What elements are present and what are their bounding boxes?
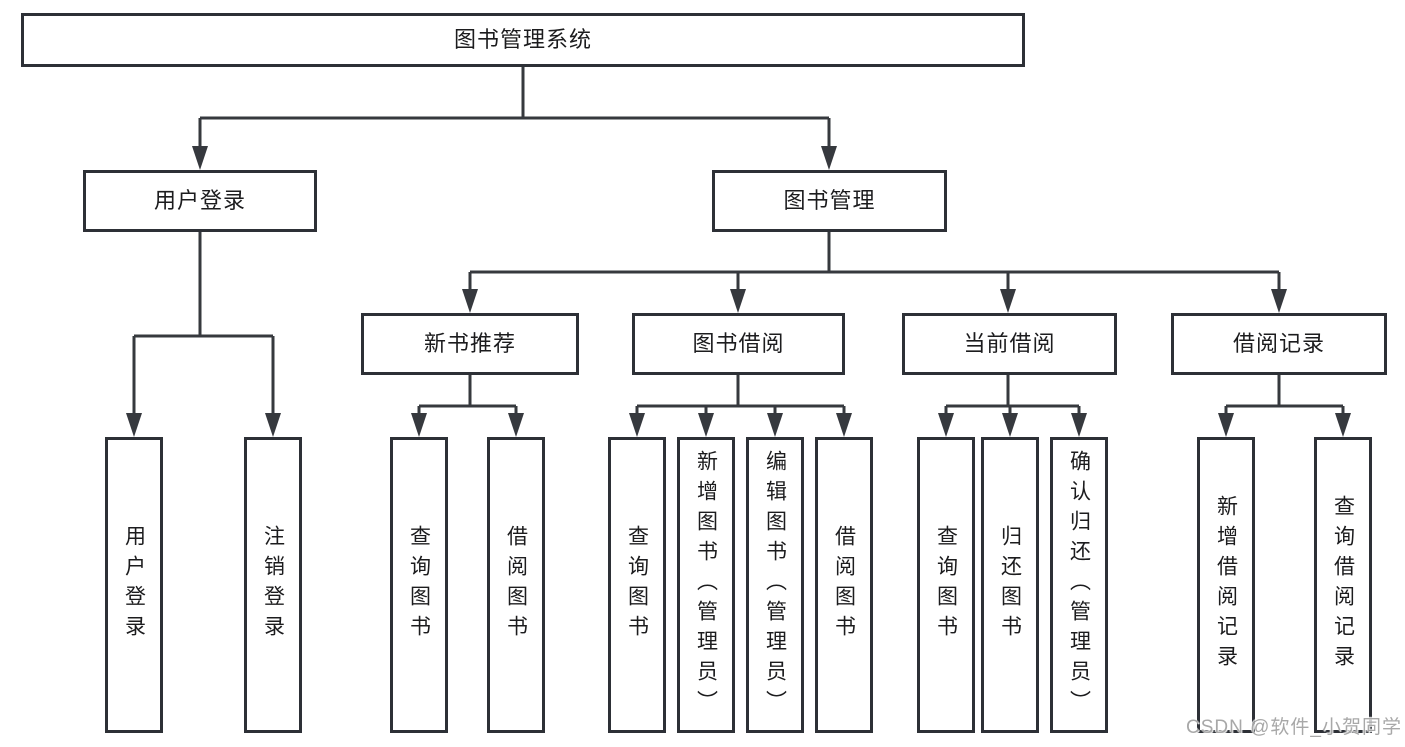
connector-root-to-level2 [198, 66, 831, 148]
node-label: 图书管理系统 [453, 27, 592, 52]
node-label: 新书推荐 [423, 331, 516, 356]
leaf-current-query-books: 查询图书 [917, 437, 975, 733]
node-book-management: 图书管理 [712, 170, 947, 232]
arrowheads-current-borrow-to-leaves [938, 413, 1087, 437]
leaf-newbook-borrow-books: 借阅图书 [487, 437, 545, 733]
node-label: 查询图书 [407, 525, 431, 645]
leaf-logout: 注销登录 [244, 437, 302, 733]
arrowheads-root-to-level2 [192, 146, 837, 170]
node-label: 编辑图书（管理员） [763, 450, 787, 720]
leaf-current-confirm-return-admin: 确认归还（管理员） [1050, 437, 1108, 733]
node-borrowing-records: 借阅记录 [1171, 313, 1387, 375]
arrowheads-book-borrow-to-leaves [629, 413, 852, 437]
node-label: 借阅图书 [504, 525, 528, 645]
node-user-login: 用户登录 [83, 170, 317, 232]
leaf-current-return-books: 归还图书 [981, 437, 1039, 733]
node-label: 查询借阅记录 [1331, 495, 1355, 675]
leaf-user-login: 用户登录 [105, 437, 163, 733]
csdn-watermark: CSDN @软件_小贺同学 [1186, 717, 1402, 738]
node-label: 查询图书 [625, 525, 649, 645]
leaf-borrowing-query-books: 查询图书 [608, 437, 666, 733]
node-label: 借阅记录 [1232, 331, 1325, 356]
node-label: 注销登录 [261, 525, 285, 645]
leaf-borrowing-add-books-admin: 新增图书（管理员） [677, 437, 735, 733]
arrowheads-book-mgmt-to-level3 [462, 289, 1287, 313]
leaf-borrowing-borrow-books: 借阅图书 [815, 437, 873, 733]
node-label: 新增借阅记录 [1214, 495, 1238, 675]
arrowheads-user-login-to-leaves [126, 413, 281, 437]
leaf-borrowing-edit-books-admin: 编辑图书（管理员） [746, 437, 804, 733]
node-label: 图书借阅 [692, 331, 785, 356]
node-label: 图书管理 [783, 188, 876, 213]
node-label: 查询图书 [934, 525, 958, 645]
node-new-book-recommend: 新书推荐 [361, 313, 579, 375]
node-current-borrowing: 当前借阅 [902, 313, 1117, 375]
connector-records-to-leaves [1224, 373, 1345, 415]
node-book-borrowing: 图书借阅 [632, 313, 845, 375]
connector-book-borrow-to-leaves [635, 373, 846, 415]
connector-current-borrow-to-leaves [944, 373, 1081, 415]
leaf-records-query-borrow-record: 查询借阅记录 [1314, 437, 1372, 733]
node-book-management-system: 图书管理系统 [21, 13, 1025, 67]
node-label: 用户登录 [122, 525, 146, 645]
arrowheads-new-book-to-leaves [411, 413, 524, 437]
node-label: 归还图书 [998, 525, 1022, 645]
connector-new-book-to-leaves [417, 373, 518, 415]
connector-user-login-to-leaves [132, 232, 275, 415]
leaf-records-add-borrow-record: 新增借阅记录 [1197, 437, 1255, 733]
connector-book-mgmt-to-level3 [468, 230, 1281, 291]
node-label: 当前借阅 [963, 331, 1056, 356]
node-label: 确认归还（管理员） [1067, 450, 1091, 720]
node-label: 借阅图书 [832, 525, 856, 645]
arrowheads-records-to-leaves [1218, 413, 1351, 437]
node-label: 用户登录 [153, 188, 246, 213]
leaf-newbook-query-books: 查询图书 [390, 437, 448, 733]
node-label: 新增图书（管理员） [694, 450, 718, 720]
